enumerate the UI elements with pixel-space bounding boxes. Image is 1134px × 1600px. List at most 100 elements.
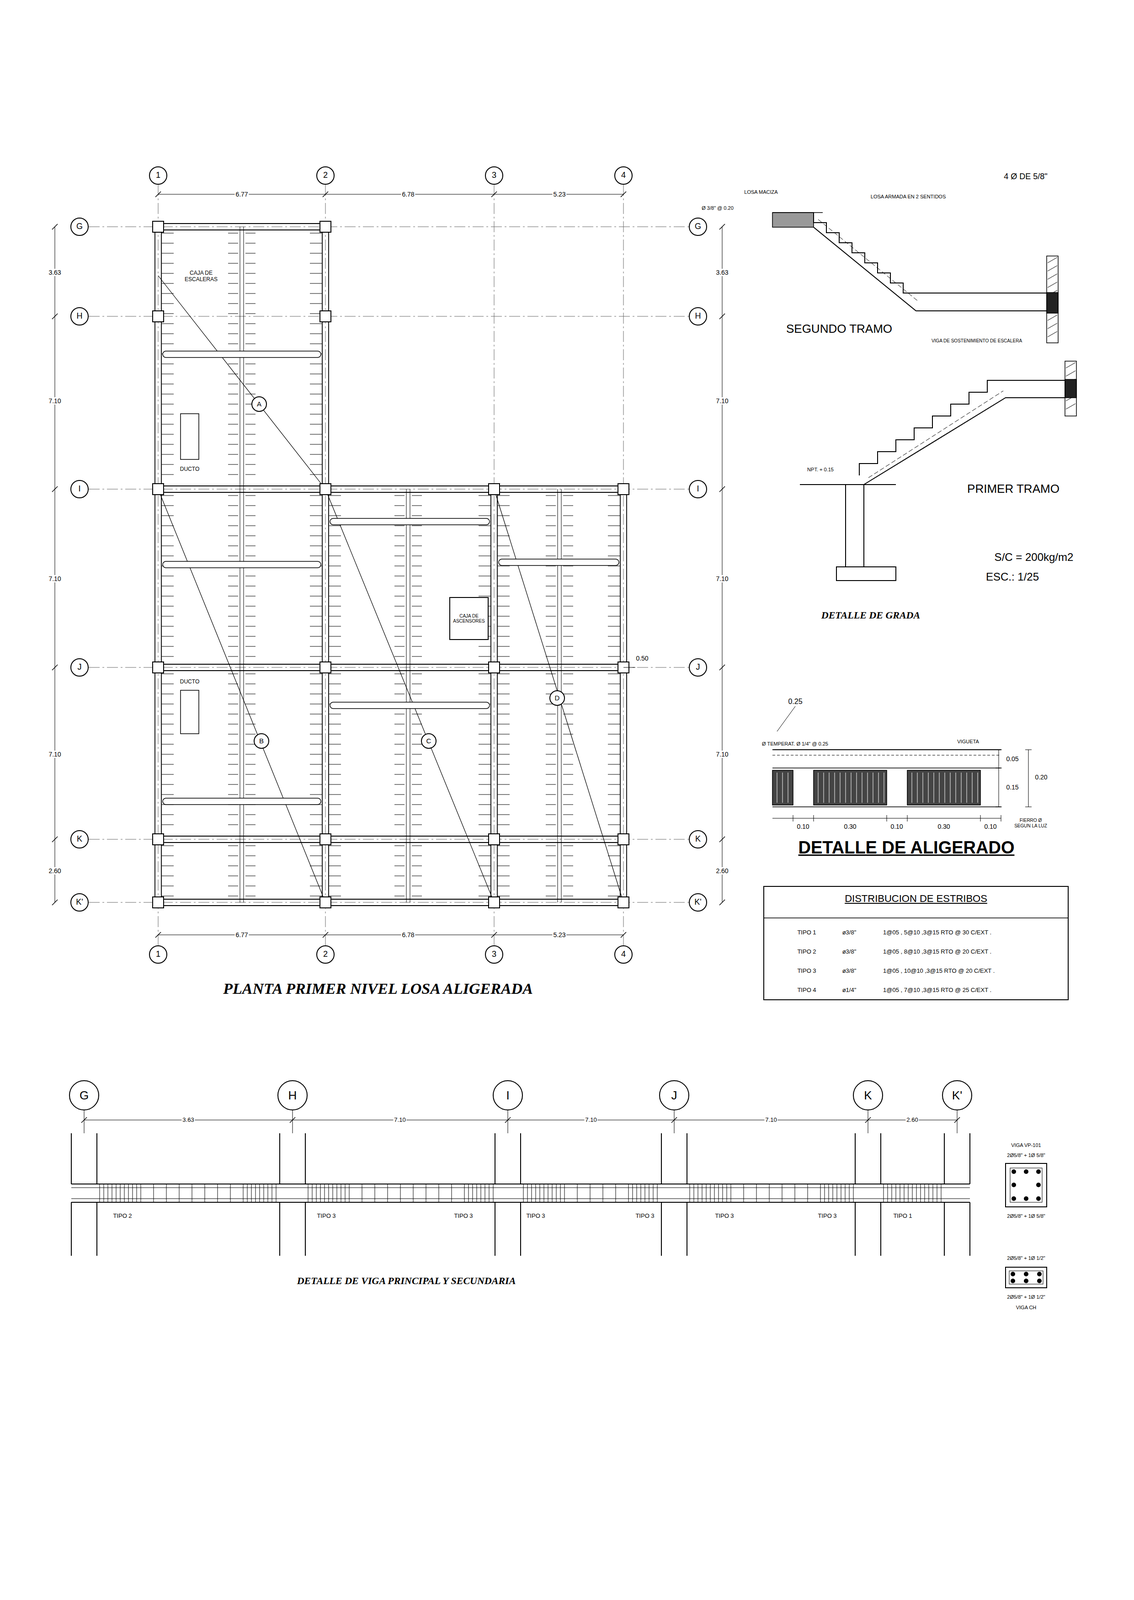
joist-tick xyxy=(545,744,556,745)
joist-tick xyxy=(309,636,322,637)
joist-tick xyxy=(394,616,405,617)
joist-tick xyxy=(161,404,174,405)
joist-tick xyxy=(329,606,341,607)
table-cell: TIPO 2 xyxy=(796,948,817,956)
joist-tick xyxy=(161,703,174,705)
joist-tick xyxy=(329,555,341,557)
grid-bubble: G xyxy=(688,217,708,236)
dimension-tick xyxy=(155,191,161,197)
node-text: I xyxy=(505,1088,510,1103)
stirrup xyxy=(904,1183,905,1203)
stirrup xyxy=(693,1183,695,1203)
dimension: 2.60 xyxy=(47,867,62,875)
joist-tick xyxy=(309,454,322,455)
joist-tick xyxy=(309,393,322,395)
joist-tick xyxy=(545,824,556,826)
joist-tick xyxy=(497,814,510,815)
dimension: 3.63 xyxy=(47,268,62,277)
joist-tick xyxy=(607,774,620,775)
column-line xyxy=(854,1202,856,1256)
joist-tick xyxy=(245,424,256,425)
joist-tick xyxy=(607,596,620,597)
stirrup xyxy=(132,1183,134,1203)
joist-tick xyxy=(497,606,510,607)
joist-tick xyxy=(245,636,256,637)
leader-line xyxy=(507,1110,509,1134)
wall-hatch xyxy=(1047,314,1058,321)
joist-tick xyxy=(563,693,574,695)
column-line xyxy=(969,1133,971,1184)
section-name: VIGA CH xyxy=(1015,1304,1038,1311)
joist-tick xyxy=(563,585,574,587)
joist-tick xyxy=(607,616,620,617)
column-line xyxy=(943,1133,945,1184)
joist-tick xyxy=(329,646,341,647)
column-line xyxy=(943,1202,945,1256)
stirrup xyxy=(832,1183,834,1203)
joist-tick xyxy=(497,535,510,537)
joist-tick xyxy=(228,646,239,647)
stirrup-table: DISTRIBUCION DE ESTRIBOS xyxy=(763,885,1069,1001)
stirrup xyxy=(836,1183,838,1203)
joist-tick xyxy=(161,673,174,675)
joist-tick xyxy=(245,724,256,725)
joist-tick xyxy=(329,596,341,597)
grid-line xyxy=(88,489,689,490)
column-line xyxy=(70,1133,72,1184)
joist-tick xyxy=(478,804,491,805)
joist-tick xyxy=(161,596,174,597)
stirrup xyxy=(644,1183,646,1203)
grid-bubble: H xyxy=(277,1080,308,1111)
grid-bubble: G xyxy=(70,217,89,236)
stirrup xyxy=(908,1183,909,1203)
stirrup xyxy=(493,1183,494,1203)
dimension-tick xyxy=(81,1117,87,1123)
joist-tick xyxy=(245,885,256,887)
stirrup xyxy=(99,1183,101,1203)
joist-tick xyxy=(497,515,510,517)
joist-tick xyxy=(478,535,491,537)
dimension-tick xyxy=(1025,806,1032,808)
joist-tick xyxy=(563,724,574,725)
joist-tick xyxy=(497,804,510,805)
grid-bubble: 4 xyxy=(614,945,633,964)
joist-tick xyxy=(161,363,174,365)
stirrup xyxy=(107,1183,109,1203)
beam xyxy=(321,226,323,903)
rebar-note: 4 Ø DE 5/8" xyxy=(1002,171,1049,182)
joist-tick xyxy=(245,474,256,475)
note: VIGA DE SOSTENIMIENTO DE ESCALERA xyxy=(930,338,1023,344)
joist-tick xyxy=(245,693,256,695)
hollow-brick xyxy=(772,770,794,805)
stirrup xyxy=(271,1183,273,1203)
stirrup xyxy=(916,1183,917,1203)
grid-line xyxy=(88,667,689,668)
stirrup xyxy=(689,1183,691,1203)
joist-tick xyxy=(309,243,322,244)
joist-tick xyxy=(228,233,239,234)
joist-tick xyxy=(394,585,405,587)
joist-tick xyxy=(545,596,556,597)
joist-tick xyxy=(545,626,556,627)
node-text: C xyxy=(426,737,432,746)
joist-tick xyxy=(563,626,574,627)
grid-line xyxy=(623,184,624,946)
grid-bubble: K' xyxy=(688,893,708,912)
column-line xyxy=(494,1133,496,1184)
rebar-dot xyxy=(1011,1182,1017,1188)
joist-tick xyxy=(309,363,322,365)
joist-tick xyxy=(228,363,239,365)
beam xyxy=(154,226,156,903)
joist-tick xyxy=(563,774,574,775)
joist-tick xyxy=(411,814,422,815)
joist-tick xyxy=(478,525,491,527)
joist-tick xyxy=(607,754,620,755)
column xyxy=(152,221,164,233)
flat-beam xyxy=(406,489,407,903)
stirrup xyxy=(577,1183,578,1203)
joist-tick xyxy=(411,515,422,517)
joist-tick xyxy=(411,824,422,826)
support-beam xyxy=(1064,379,1077,398)
joist-tick xyxy=(245,596,256,597)
joist-tick xyxy=(329,656,341,657)
